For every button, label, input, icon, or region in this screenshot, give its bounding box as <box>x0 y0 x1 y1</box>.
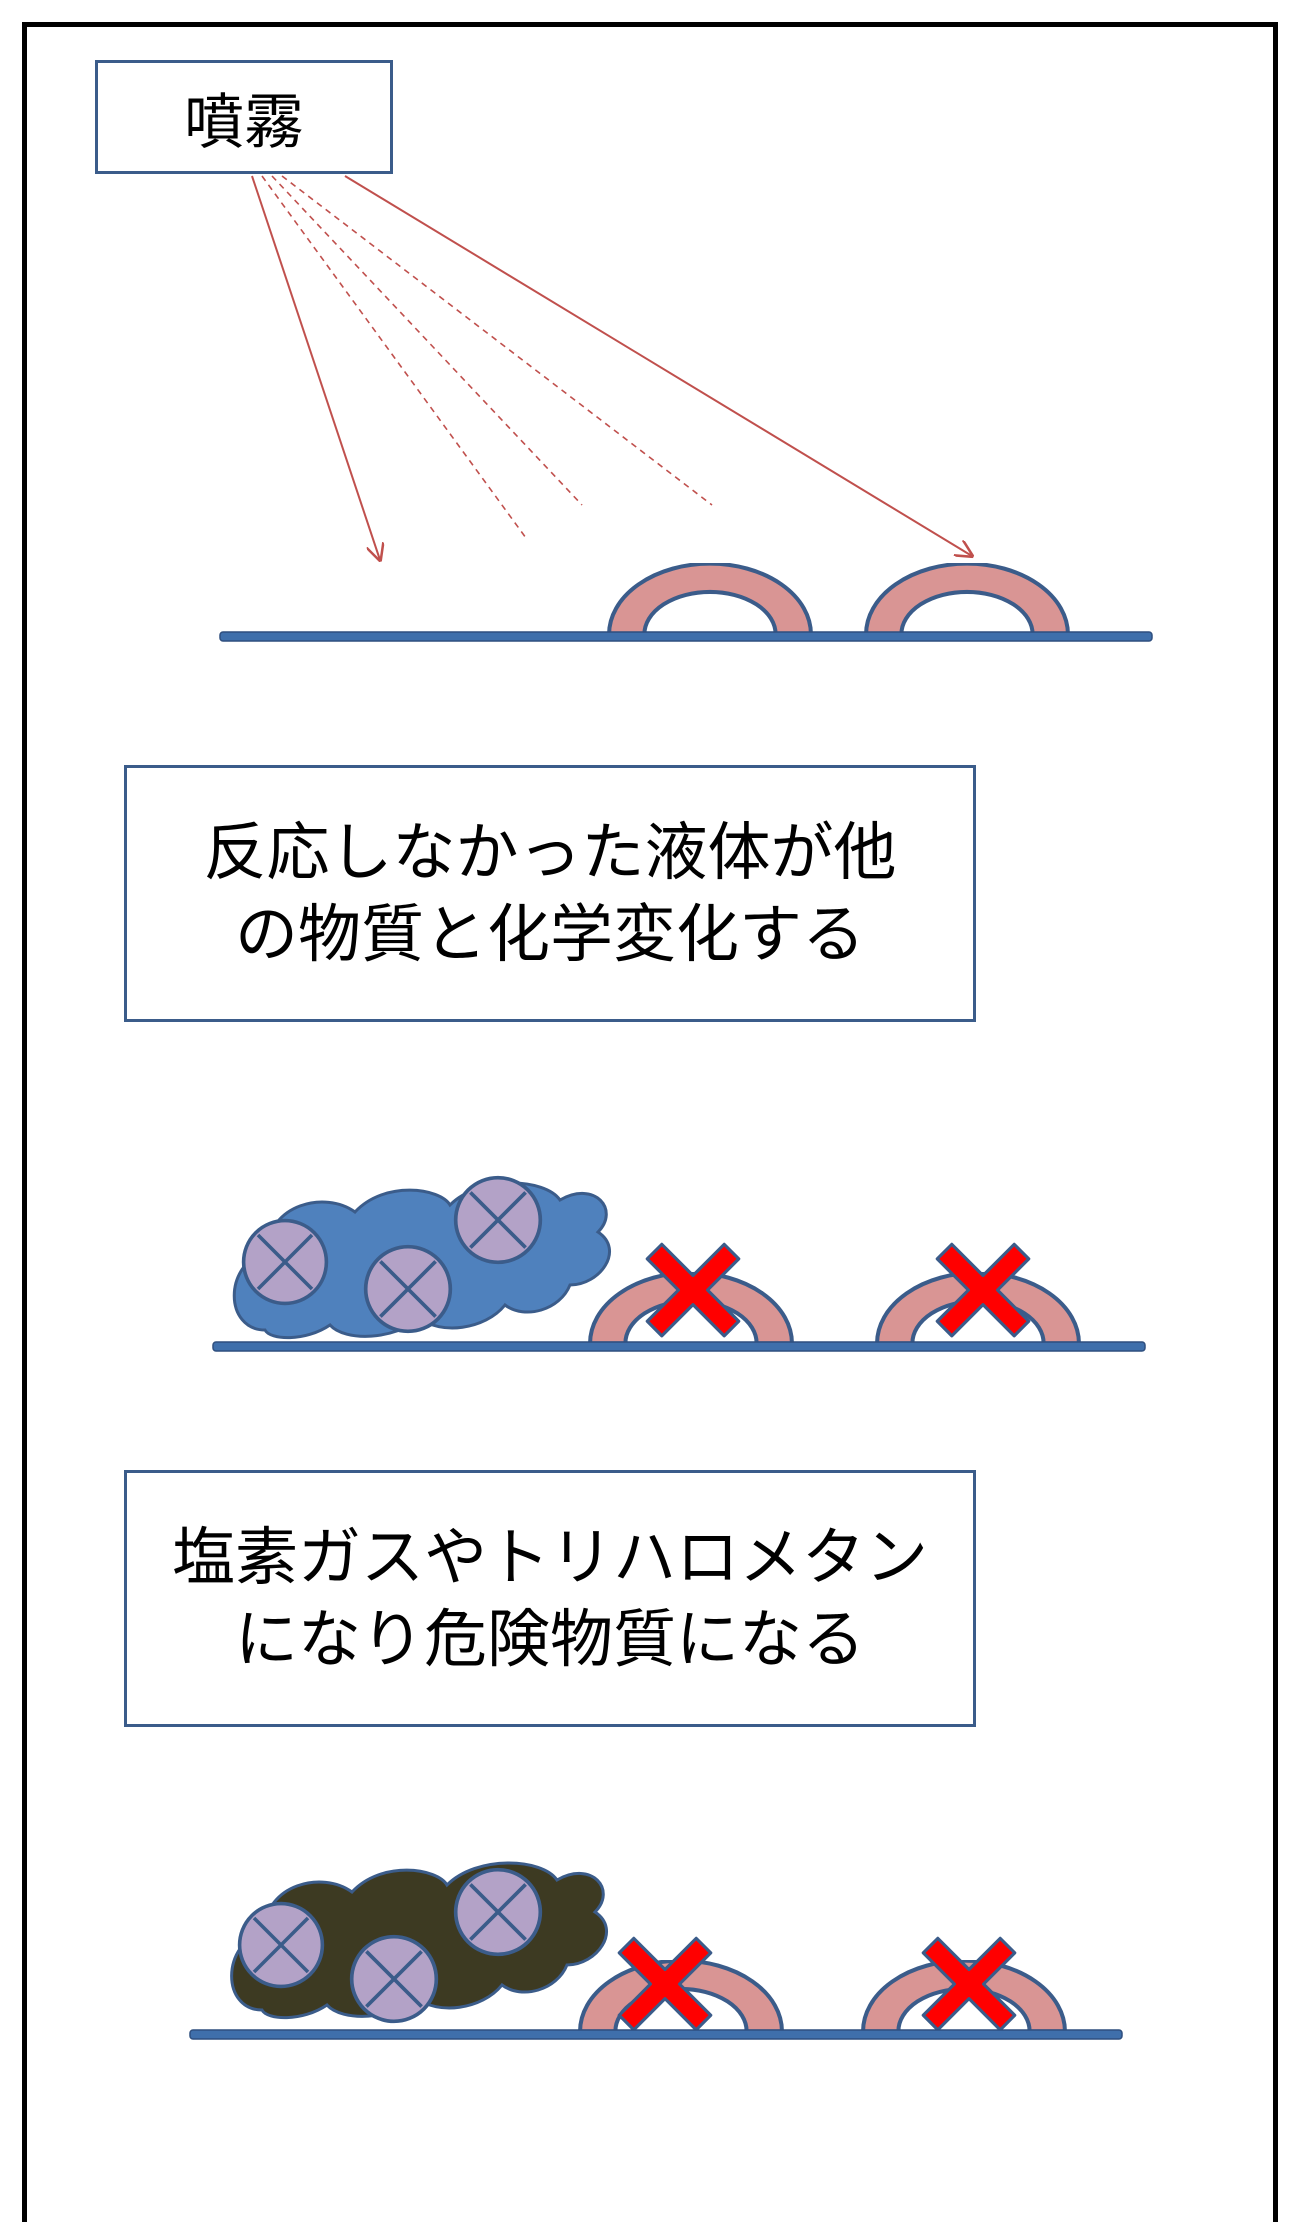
molecule-icon-4 <box>237 1901 325 1989</box>
molecule-icon-6 <box>453 1867 543 1957</box>
surface-line-1 <box>219 631 1153 642</box>
reaction-label-box: 反応しなかった液体が他 の物質と化学変化する <box>124 765 976 1022</box>
danger-label: 塩素ガスやトリハロメタン になり危険物質になる <box>172 1520 928 1676</box>
molecule-icon-3 <box>453 1175 543 1265</box>
spray-stage <box>219 175 1153 642</box>
spray-label-box: 噴霧 <box>95 60 393 174</box>
danger-label-box: 塩素ガスやトリハロメタン になり危険物質になる <box>124 1470 976 1727</box>
spray-dash-3 <box>281 175 713 506</box>
surface-line-3 <box>189 2029 1123 2040</box>
reaction-label: 反応しなかった液体が他 の物質と化学変化する <box>203 815 897 971</box>
spray-arrow-left <box>251 175 380 560</box>
outer-frame <box>22 22 1278 2222</box>
arch-receptor-1 <box>609 564 811 635</box>
surface-line-2 <box>212 1341 1146 1352</box>
danger-stage <box>189 1861 1123 2040</box>
spray-dash-2 <box>271 175 583 506</box>
molecule-icon-1 <box>241 1218 329 1306</box>
arch-receptor-2 <box>866 564 1068 635</box>
molecule-icon-2 <box>363 1244 453 1334</box>
molecule-icon-5 <box>349 1934 439 2024</box>
reaction-stage <box>212 1175 1146 1352</box>
spray-label: 噴霧 <box>184 87 304 158</box>
spray-dash-1 <box>261 175 527 539</box>
spray-arrow-right <box>344 175 972 556</box>
